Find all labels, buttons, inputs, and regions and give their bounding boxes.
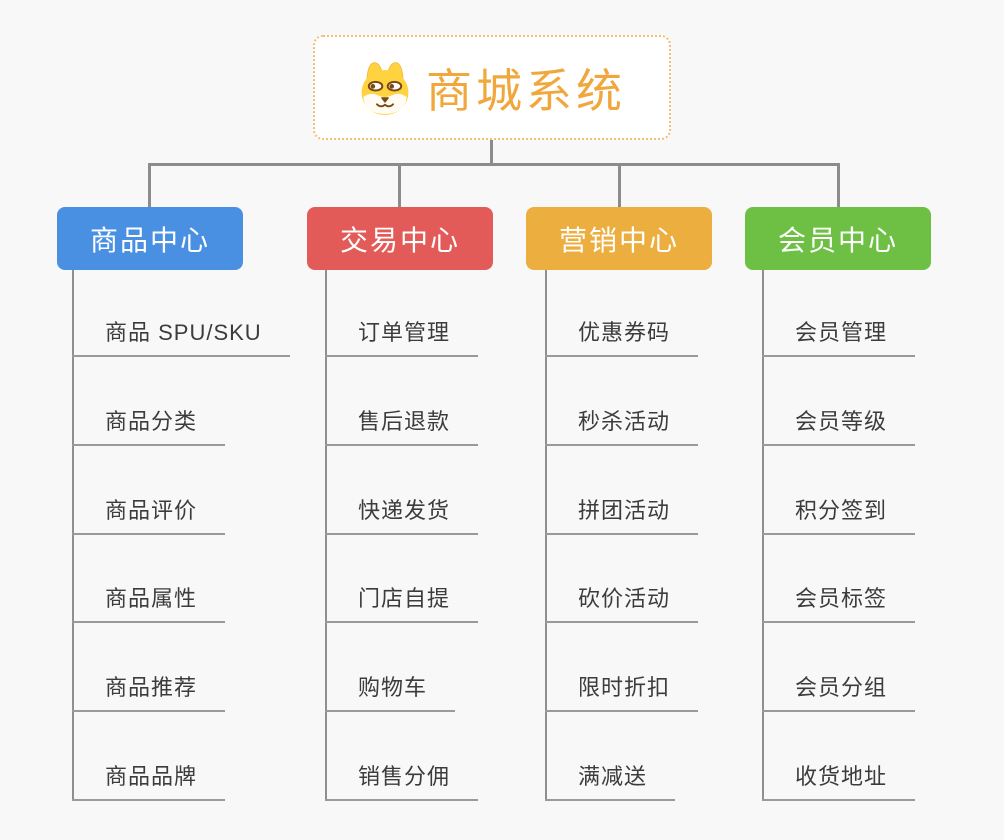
leaf-node[interactable]: 销售分佣: [325, 761, 479, 801]
leaf-node[interactable]: 商品 SPU/SKU: [72, 317, 290, 357]
leaf-node[interactable]: 秒杀活动: [545, 406, 699, 446]
leaf-node[interactable]: 限时折扣: [545, 672, 699, 712]
connector-trunk-member: [762, 270, 764, 801]
leaf-node[interactable]: 积分签到: [762, 495, 916, 535]
branch-label: 会员中心: [777, 224, 898, 256]
connector-drop-trade: [398, 163, 401, 208]
connector-drop-product: [148, 163, 151, 208]
leaf-node[interactable]: 商品属性: [72, 583, 226, 623]
leaf-node[interactable]: 会员分组: [762, 672, 916, 712]
leaf-node[interactable]: 砍价活动: [545, 583, 699, 623]
leaf-node[interactable]: 售后退款: [325, 406, 479, 446]
branch-marketing-center[interactable]: 营销中心: [526, 207, 712, 270]
branch-label: 交易中心: [339, 224, 460, 256]
leaf-node[interactable]: 订单管理: [325, 317, 479, 357]
shiba-dog-icon: [361, 61, 409, 115]
leaf-node[interactable]: 拼团活动: [545, 495, 699, 535]
leaf-node[interactable]: 会员管理: [762, 317, 916, 357]
root-title: 商城系统: [426, 64, 626, 117]
branch-label: 营销中心: [558, 224, 679, 256]
leaf-node[interactable]: 快递发货: [325, 495, 479, 535]
leaf-node[interactable]: 商品分类: [72, 406, 226, 446]
connector-horizontal-bar: [148, 163, 839, 166]
leaf-node[interactable]: 购物车: [325, 672, 456, 712]
branch-trade-center[interactable]: 交易中心: [307, 207, 493, 270]
branch-product-center[interactable]: 商品中心: [57, 207, 243, 270]
connector-trunk-product: [72, 270, 74, 801]
leaf-node[interactable]: 收货地址: [762, 761, 916, 801]
connector-trunk-marketing: [545, 270, 547, 801]
leaf-node[interactable]: 会员标签: [762, 583, 916, 623]
leaf-node[interactable]: 门店自提: [325, 583, 479, 623]
connector-drop-member: [837, 163, 840, 208]
leaf-node[interactable]: 商品品牌: [72, 761, 226, 801]
root-node[interactable]: 商城系统: [313, 35, 671, 140]
leaf-node[interactable]: 商品评价: [72, 495, 226, 535]
connector-drop-marketing: [618, 163, 621, 208]
leaf-node[interactable]: 满减送: [545, 761, 676, 801]
leaf-node[interactable]: 商品推荐: [72, 672, 226, 712]
leaf-node[interactable]: 优惠券码: [545, 317, 699, 357]
branch-label: 商品中心: [89, 224, 210, 256]
branch-member-center[interactable]: 会员中心: [745, 207, 931, 270]
leaf-node[interactable]: 会员等级: [762, 406, 916, 446]
connector-root-stub: [490, 139, 493, 165]
connector-trunk-trade: [325, 270, 327, 801]
